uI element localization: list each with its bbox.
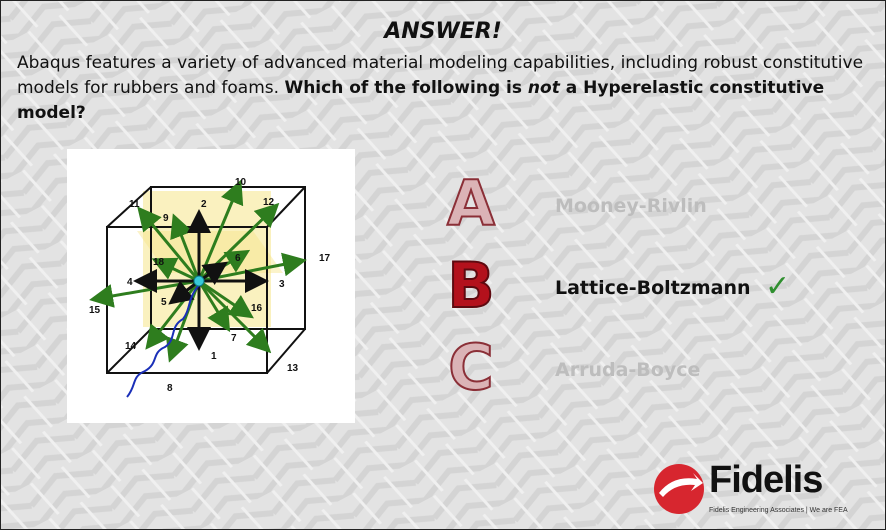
question-bold-part2: a Hyperelastic constitutive model? xyxy=(17,78,825,123)
label-1: 1 xyxy=(211,351,217,362)
label-3: 3 xyxy=(279,279,285,290)
label-16: 16 xyxy=(251,303,263,314)
logo-tagline: Fidelis Engineering Associates | We are … xyxy=(709,507,848,514)
option-b-label[interactable]: Lattice-Boltzmann xyxy=(555,277,751,299)
question-intro: Abaqus features a variety of advanced ma… xyxy=(17,53,864,98)
label-10: 10 xyxy=(235,177,247,188)
fidelis-arrow-logo-icon xyxy=(654,464,704,514)
center-node xyxy=(193,275,205,287)
label-2: 2 xyxy=(201,199,207,210)
label-12: 12 xyxy=(263,197,275,208)
wavy-blue-path xyxy=(126,284,200,398)
label-8: 8 xyxy=(167,383,173,394)
label-18: 18 xyxy=(153,257,165,268)
question-text: Abaqus features a variety of advanced ma… xyxy=(17,51,877,126)
label-4: 4 xyxy=(127,277,133,288)
label-5: 5 xyxy=(161,297,167,308)
option-c-label[interactable]: Arruda-Boyce xyxy=(555,359,701,381)
question-emphasis: not xyxy=(527,78,560,98)
direction-labels: 1 2 3 4 5 6 7 8 9 10 11 12 13 14 15 16 1… xyxy=(89,177,331,394)
option-c-letter: C xyxy=(447,331,495,404)
logo-name: Fidelis xyxy=(709,459,823,501)
label-14: 14 xyxy=(125,341,137,352)
option-b-letter: B xyxy=(446,249,495,322)
option-a-letter: A xyxy=(446,167,496,240)
label-17: 17 xyxy=(319,253,331,264)
label-13: 13 xyxy=(287,363,299,374)
check-mark-icon: ✓ xyxy=(765,269,791,304)
answer-heading: ANSWER! xyxy=(384,19,502,44)
d3q19-lattice-diagram: 1 2 3 4 5 6 7 8 9 10 11 12 13 14 15 16 1… xyxy=(89,177,331,398)
label-6: 6 xyxy=(235,253,241,264)
label-11: 11 xyxy=(129,199,140,210)
question-bold-part1: Which of the following is xyxy=(284,78,528,98)
label-15: 15 xyxy=(89,305,101,316)
fidelis-logo: Fidelis Fidelis Engineering Associates |… xyxy=(653,459,863,521)
lattice-diagram: 1 2 3 4 5 6 7 8 9 10 11 12 13 14 15 16 1… xyxy=(67,149,355,423)
label-9: 9 xyxy=(163,213,169,224)
option-a-label[interactable]: Mooney-Rivlin xyxy=(555,195,707,217)
label-7: 7 xyxy=(231,333,237,344)
